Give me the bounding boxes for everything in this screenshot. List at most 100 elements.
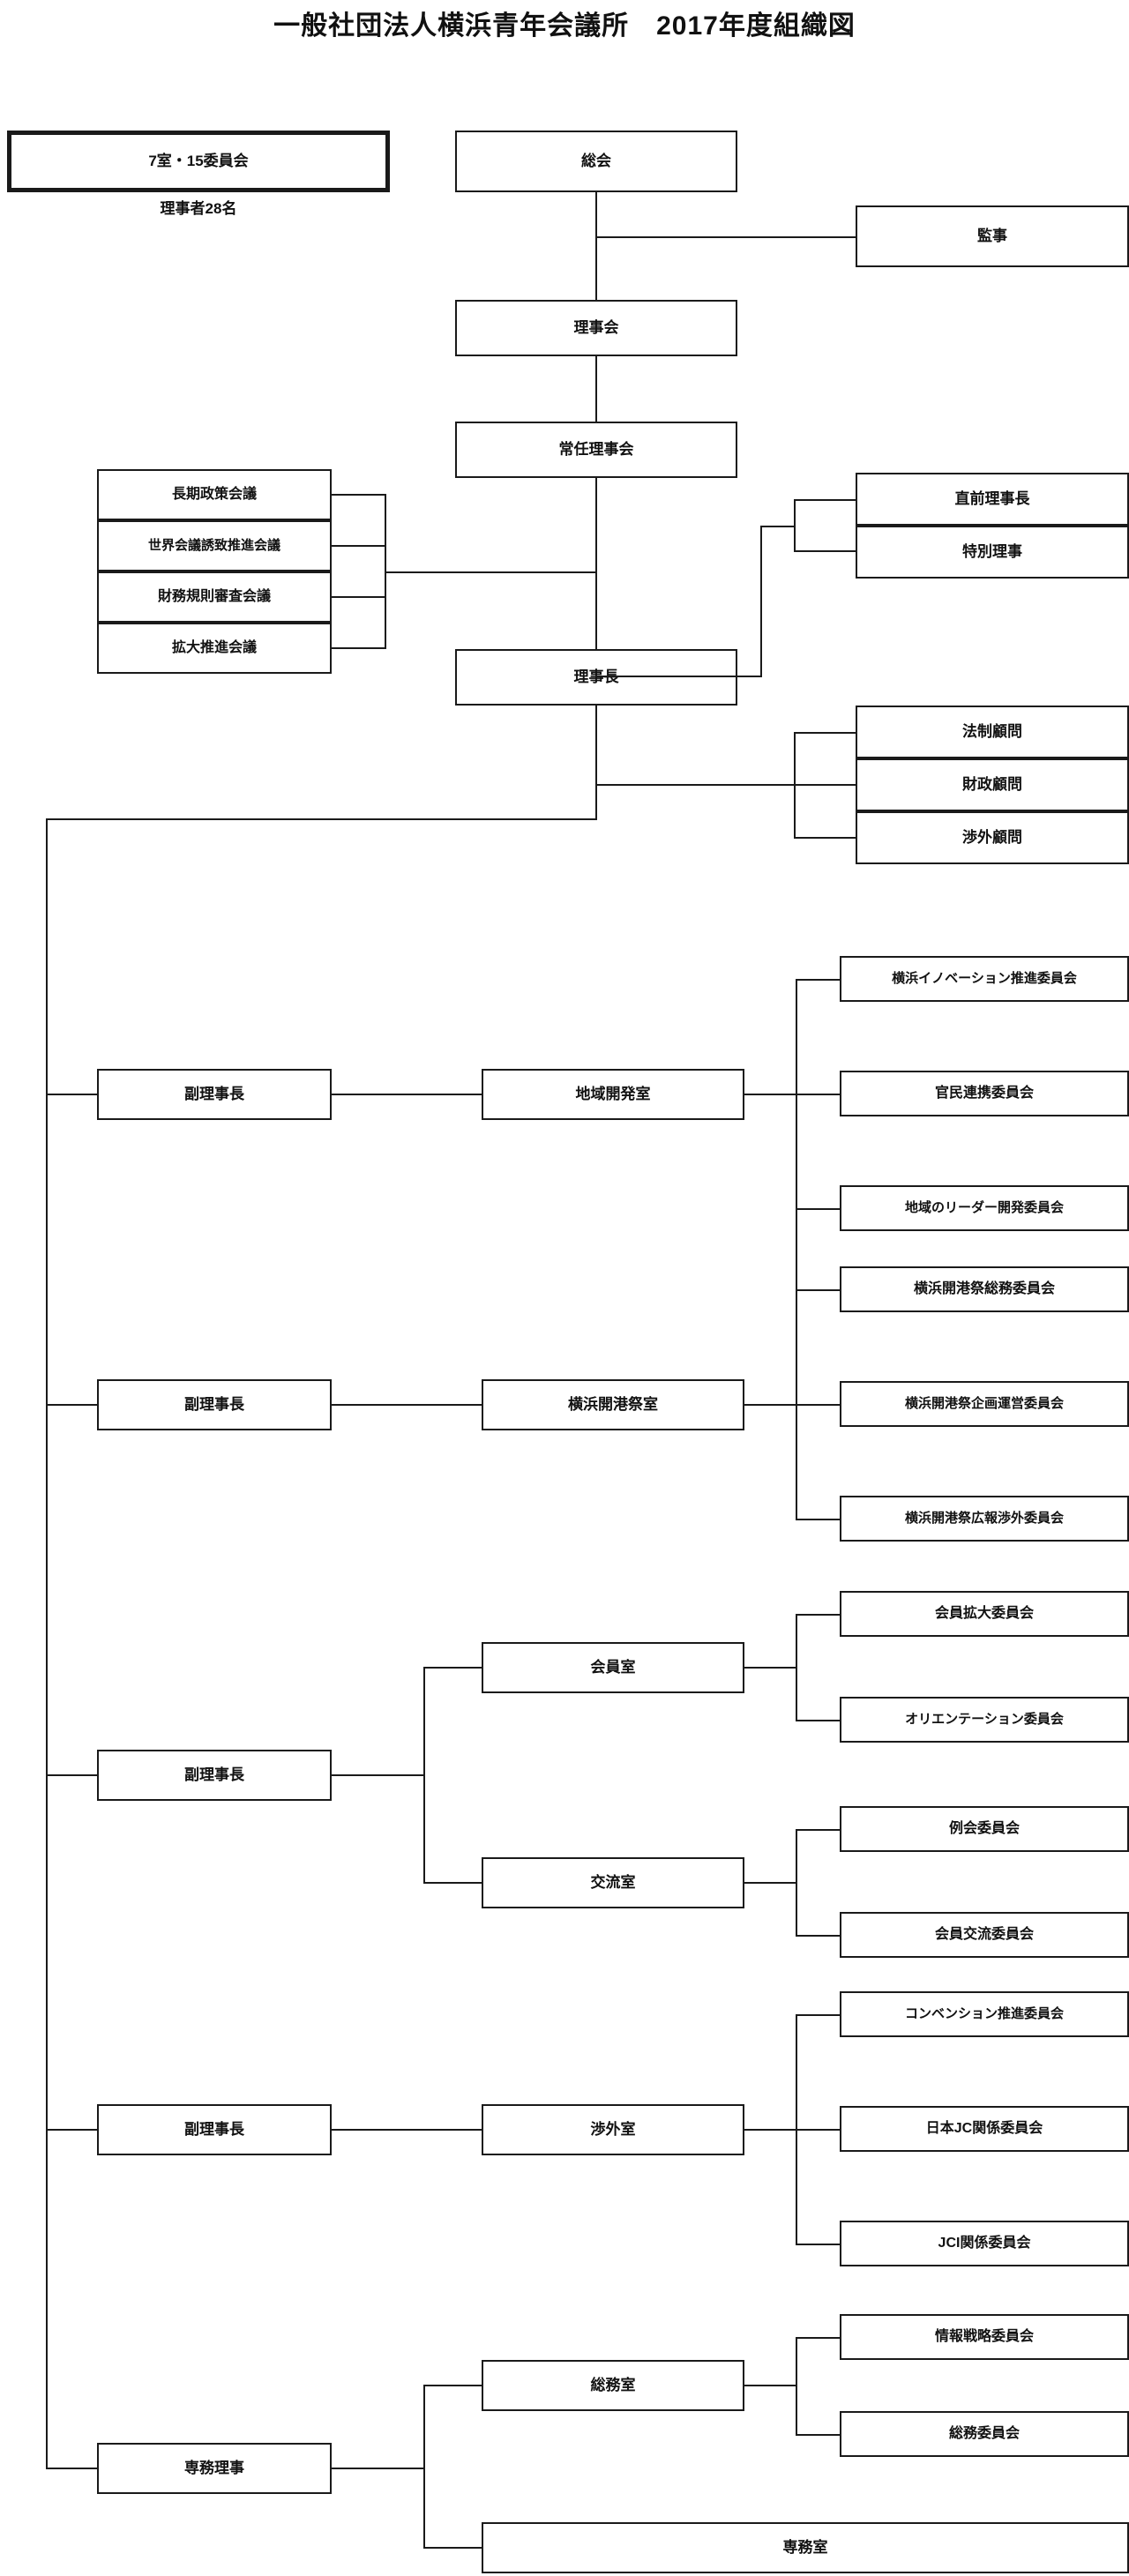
connector-room-membership-out	[744, 1667, 797, 1669]
node-general-meeting-label: 総会	[581, 152, 611, 169]
connector-committee-rd-2-stub	[796, 1208, 841, 1210]
connector-committee-pf-2-stub	[796, 1519, 841, 1520]
node-board-label: 理事会	[573, 318, 619, 336]
connector-to-room-exchange	[423, 1882, 483, 1884]
node-room-membership-label: 会員室	[590, 1658, 636, 1676]
connector-room-ga-out	[744, 2385, 797, 2386]
node-managing-director: 専務理事	[97, 2443, 332, 2494]
connector-committee-rd-1-stub	[796, 1094, 841, 1095]
connector-special-officer-1-stub	[794, 550, 857, 552]
node-council-3-label: 拡大推進会議	[171, 640, 257, 656]
node-vice-president-1: 副理事長	[97, 1069, 332, 1120]
node-managing-director-label: 専務理事	[184, 2459, 244, 2476]
node-committee-ea-2-label: JCI関係委員会	[938, 2236, 1031, 2251]
node-advisor-2: 渉外顧問	[856, 811, 1129, 864]
node-vice-president-3: 副理事長	[97, 1750, 332, 1801]
node-committee-mb-1-label: オリエンテーション委員会	[905, 1711, 1064, 1727]
node-committee-ga-1: 総務委員会	[840, 2411, 1129, 2457]
node-council-1: 世界会議誘致推進会議	[97, 520, 332, 571]
node-room-managing-office-label: 専務室	[782, 2538, 828, 2556]
node-council-2-label: 財務規則審査会議	[157, 589, 271, 605]
node-vice-president-2: 副理事長	[97, 1379, 332, 1430]
connector-to-room-membership	[423, 1667, 483, 1669]
connector-president-to-advisors	[595, 784, 796, 786]
connector-room-rd-out	[744, 1094, 797, 1095]
connector-standing-to-president	[595, 478, 597, 649]
node-advisor-0-label: 法制顧問	[962, 722, 1022, 740]
connector-to-auditor	[595, 236, 857, 238]
node-standing-board: 常任理事会	[455, 422, 737, 478]
node-special-officer-1-label: 特別理事	[962, 542, 1022, 560]
node-council-3: 拡大推進会議	[97, 623, 332, 674]
node-board-of-directors: 理事会	[455, 300, 737, 356]
node-president: 理事長	[455, 649, 737, 706]
connector-committee-ea-0-stub	[796, 2014, 841, 2016]
connector-room-membership-spine	[796, 1614, 797, 1720]
connector-md-in	[46, 2468, 99, 2469]
summary-rooms-committees-box: 7室・15委員会	[7, 131, 390, 192]
connector-room-ea-out	[744, 2129, 797, 2131]
connector-general-meeting-down	[595, 192, 597, 300]
node-general-meeting: 総会	[455, 131, 737, 192]
node-room-managing-office: 専務室	[482, 2522, 1129, 2573]
node-council-1-label: 世界会議誘致推進会議	[147, 537, 280, 553]
connector-special-officer-0-stub	[794, 499, 857, 501]
connector-committee-mb-1-stub	[796, 1720, 841, 1721]
node-advisor-0: 法制顧問	[856, 706, 1129, 758]
connector-trunk-left	[46, 818, 597, 820]
node-room-general-affairs: 総務室	[482, 2360, 744, 2411]
node-room-external-affairs-label: 渉外室	[590, 2120, 636, 2138]
node-committee-ex-0-label: 例会委員会	[948, 1821, 1020, 1837]
connector-md-branch-spine	[423, 2385, 425, 2549]
connector-md-out	[332, 2468, 425, 2469]
node-committee-ex-1-label: 会員交流委員会	[934, 1927, 1034, 1943]
node-committee-rd-0: 横浜イノベーション推進委員会	[840, 956, 1129, 1002]
connector-special-officers-in	[760, 526, 796, 527]
node-committee-ea-2: JCI関係委員会	[840, 2221, 1129, 2266]
connector-executive-spine	[46, 818, 48, 2468]
node-room-port-festival: 横浜開港祭室	[482, 1379, 744, 1430]
node-president-label: 理事長	[573, 668, 619, 685]
connector-advisor-0-stub	[794, 732, 857, 734]
node-room-exchange-label: 交流室	[590, 1873, 636, 1891]
connector-room-pf-out	[744, 1404, 797, 1406]
connector-committee-ga-1-stub	[796, 2434, 841, 2436]
node-room-regional-development: 地域開発室	[482, 1069, 744, 1120]
node-committee-mb-1: オリエンテーション委員会	[840, 1697, 1129, 1743]
node-committee-ga-1-label: 総務委員会	[948, 2426, 1020, 2442]
node-committee-pf-1-label: 横浜開港祭企画運営委員会	[904, 1395, 1064, 1411]
connector-vp3-in	[46, 1774, 99, 1776]
node-committee-ea-0: コンベンション推進委員会	[840, 1991, 1129, 2037]
node-committee-ga-0-label: 情報戦略委員会	[934, 2329, 1034, 2345]
node-advisor-2-label: 渉外顧問	[962, 828, 1022, 846]
node-standing-board-label: 常任理事会	[558, 440, 634, 458]
node-committee-rd-1-label: 官民連携委員会	[934, 1086, 1034, 1101]
connector-special-officers-riser	[760, 526, 762, 676]
node-committee-ex-1: 会員交流委員会	[840, 1912, 1129, 1958]
node-committee-mb-0-label: 会員拡大委員会	[934, 1606, 1034, 1622]
connector-room-exchange-out	[744, 1882, 797, 1884]
connector-president-to-special	[595, 676, 762, 677]
connector-advisor-1-stub	[794, 784, 857, 786]
connector-committee-ea-2-stub	[796, 2244, 841, 2245]
node-special-officer-0: 直前理事長	[856, 473, 1129, 526]
connector-committee-pf-1-stub	[796, 1404, 841, 1406]
connector-vp2-in	[46, 1404, 99, 1406]
connector-to-managing-office	[423, 2547, 483, 2549]
summary-directors-count: 理事者28名	[160, 200, 237, 217]
node-room-general-affairs-label: 総務室	[590, 2376, 636, 2393]
connector-committee-pf-0-stub	[796, 1289, 841, 1291]
node-council-0: 長期政策会議	[97, 469, 332, 520]
connector-committee-mb-0-stub	[796, 1614, 841, 1616]
connector-room-ga-spine	[796, 2337, 797, 2434]
node-committee-rd-2-label: 地域のリーダー開発委員会	[904, 1199, 1064, 1215]
connector-board-to-standing	[595, 356, 597, 422]
connector-vp3-branch-spine	[423, 1667, 425, 1882]
node-committee-ex-0: 例会委員会	[840, 1806, 1129, 1852]
node-committee-ea-1-label: 日本JC関係委員会	[925, 2121, 1043, 2137]
node-committee-rd-1: 官民連携委員会	[840, 1071, 1129, 1116]
node-auditor: 監事	[856, 205, 1129, 267]
node-committee-ea-1: 日本JC関係委員会	[840, 2106, 1129, 2152]
connector-vp3-out	[332, 1774, 425, 1776]
node-auditor-label: 監事	[977, 227, 1007, 244]
